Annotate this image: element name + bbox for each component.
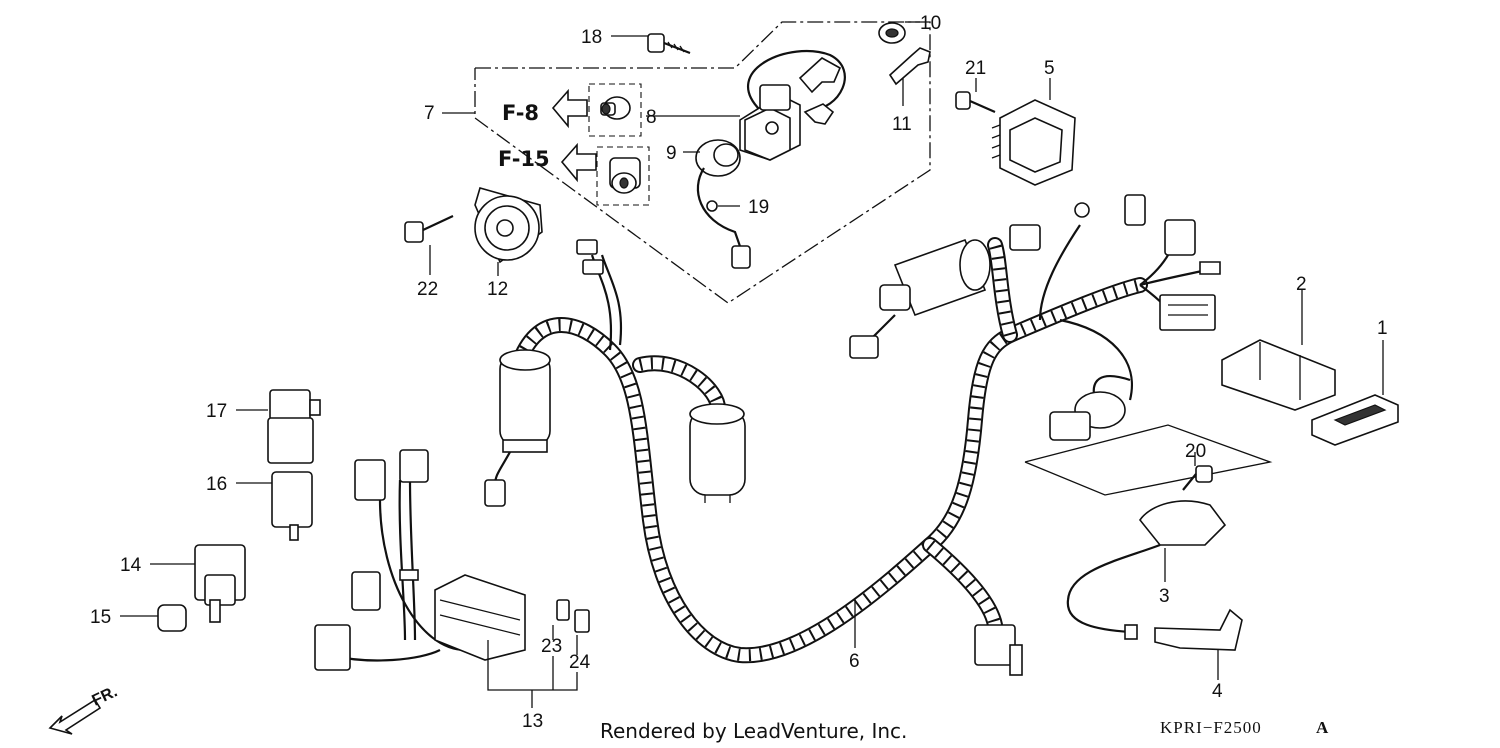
sub-harness-bracket-lines: [487, 640, 578, 708]
seat-lock-switch[interactable]: [683, 139, 751, 269]
reference-f15-label: F-15: [498, 147, 550, 171]
callout-16: 16: [206, 474, 227, 495]
callout-19: 19: [748, 197, 769, 218]
front-direction-arrow: FR.: [48, 683, 121, 735]
starter-relay-coil[interactable]: [689, 403, 746, 503]
ignition-coil-left[interactable]: [484, 349, 551, 507]
horn[interactable]: [474, 187, 543, 276]
rubber-mount-15[interactable]: [120, 604, 187, 632]
regulator-rectifier[interactable]: [991, 78, 1076, 186]
callout-15: 15: [90, 607, 111, 628]
bolt-18[interactable]: [611, 33, 691, 55]
sub-harness-13[interactable]: [314, 449, 526, 671]
callout-17: 17: [206, 401, 227, 422]
fuse-cover-1[interactable]: [1311, 340, 1399, 446]
callout-13: 13: [522, 711, 543, 732]
diagram-revision: A: [1316, 718, 1329, 737]
callout-labels: 1 2 3 4 5 6 7 8 9 10 11 12 13 14 15 16 1…: [90, 13, 1388, 732]
callout-12: 12: [487, 279, 508, 300]
callout-7: 7: [424, 103, 435, 124]
callout-9: 9: [666, 143, 677, 164]
harness-bullet-connectors[interactable]: [576, 239, 604, 275]
callout-2: 2: [1296, 274, 1307, 295]
callout-14: 14: [120, 555, 142, 576]
callout-8: 8: [646, 107, 657, 128]
callout-3: 3: [1159, 586, 1170, 607]
relay-17[interactable]: [236, 389, 321, 464]
combination-switch[interactable]: [646, 50, 846, 161]
front-direction-label: FR.: [90, 683, 121, 709]
relay-16[interactable]: [236, 471, 313, 541]
main-wire-harness[interactable]: [512, 224, 1216, 664]
key-blank-11[interactable]: [888, 47, 931, 106]
neutral-switch-connector[interactable]: [1049, 375, 1131, 441]
callout-24: 24: [569, 652, 591, 673]
callout-6: 6: [849, 651, 860, 672]
bolt-20[interactable]: [1182, 452, 1213, 491]
fuel-pump-coil[interactable]: [849, 238, 991, 359]
callout-11: 11: [892, 114, 912, 135]
sensor-group-frame: [1024, 424, 1273, 496]
terminal-23[interactable]: [552, 599, 570, 640]
reference-arrow-f15[interactable]: F-15: [498, 142, 597, 183]
bolt-21[interactable]: [955, 78, 996, 114]
reference-f8-label: F-8: [502, 101, 539, 125]
seat-lock-cylinder[interactable]: [588, 83, 642, 137]
ignition-switch-group-frame: [442, 21, 931, 304]
reference-arrow-f8[interactable]: F-8: [502, 88, 588, 129]
spark-plug-cap-4[interactable]: [1154, 608, 1243, 680]
callout-23: 23: [541, 636, 562, 657]
callout-18: 18: [581, 27, 602, 48]
callout-22: 22: [417, 279, 438, 300]
turn-signal-relay-14[interactable]: [150, 544, 246, 623]
harness-lower-connector[interactable]: [974, 624, 1023, 676]
bolt-22[interactable]: [404, 215, 454, 275]
fuse-box-2[interactable]: [1221, 290, 1336, 411]
screw-19[interactable]: [706, 200, 740, 212]
callout-4: 4: [1212, 681, 1223, 702]
callout-21: 21: [965, 58, 986, 79]
fuel-lid-lock-cylinder[interactable]: [596, 146, 650, 206]
callout-5: 5: [1044, 58, 1055, 79]
speed-sensor-3[interactable]: [1066, 500, 1227, 640]
key-cap-10[interactable]: [878, 21, 920, 44]
callout-1: 1: [1377, 318, 1388, 339]
diagram-code: KPRI−F2500: [1160, 718, 1262, 737]
terminal-24[interactable]: [574, 609, 590, 655]
harness-upper-connectors[interactable]: [1009, 194, 1221, 331]
render-credit: Rendered by LeadVenture, Inc.: [600, 719, 907, 743]
callout-20: 20: [1185, 441, 1206, 462]
callout-10: 10: [920, 13, 941, 34]
